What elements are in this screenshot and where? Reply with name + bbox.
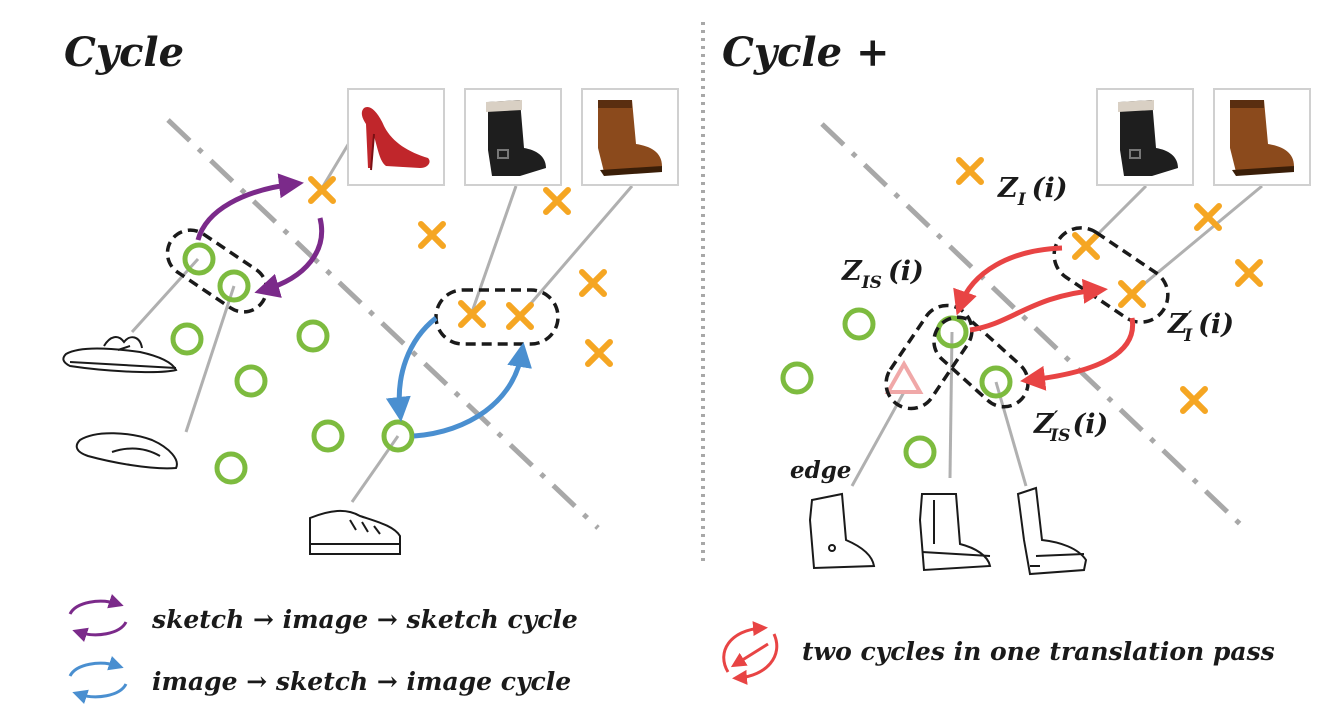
image-marker xyxy=(506,302,534,330)
image-marker xyxy=(1235,259,1263,287)
legend-image-cycle-text: image → sketch → image cycle xyxy=(152,667,571,696)
image-marker xyxy=(1194,203,1222,231)
svg-text:ZIS(i): ZIS(i) xyxy=(841,256,924,293)
sketch-marker xyxy=(170,322,204,356)
left-panel xyxy=(62,88,679,555)
legend-blue-cycle-icon xyxy=(68,656,128,704)
label-z-is: ZIS(i) xyxy=(841,256,924,293)
image-marker xyxy=(585,339,613,367)
label-edge: edge xyxy=(790,457,851,484)
sketch-pair-group xyxy=(932,315,1030,409)
legend-red-cycle-icon xyxy=(722,621,779,685)
legend-purple-cycle-icon xyxy=(68,594,128,642)
image-thumbnail-black-boot xyxy=(464,88,562,186)
legend-sketch-cycle-text: sketch → image → sketch cycle xyxy=(151,605,578,634)
purple-cycle-arrow-forward xyxy=(195,173,304,241)
image-marker xyxy=(418,221,446,249)
label-z-i: ZI(i) xyxy=(997,173,1067,210)
svg-text:ZI(i): ZI(i) xyxy=(997,173,1067,210)
legend-two-cycles-text: two cycles in one translation pass xyxy=(802,637,1275,666)
right-panel-title: Cycle + xyxy=(722,29,890,76)
legend: sketch → image → sketch cycle image → sk… xyxy=(68,594,1275,704)
red-arrow-sketch-to-image xyxy=(969,278,1108,333)
image-marker xyxy=(543,187,571,215)
sketch-marker xyxy=(979,365,1013,399)
image-markers xyxy=(956,157,1263,414)
image-thumbnail-red-heel xyxy=(347,88,445,186)
image-thumbnail-black-boot xyxy=(1096,88,1194,186)
svg-text:Z′IS(i): Z′IS(i) xyxy=(1033,408,1108,446)
image-marker xyxy=(308,176,336,204)
sketch-thumbnail-edge-boot xyxy=(808,492,876,570)
image-pair-group xyxy=(1052,226,1170,324)
image-marker xyxy=(1180,386,1208,414)
sketch-marker xyxy=(214,451,248,485)
right-panel: ZI(i) ZIS(i) Z′I(i) Z′IS(i) edge xyxy=(780,88,1311,576)
sketch-markers xyxy=(780,307,1013,469)
image-thumbnail-brown-boot xyxy=(1213,88,1311,186)
svg-text:Z′I(i): Z′I(i) xyxy=(1167,308,1234,346)
sketch-marker xyxy=(381,419,415,453)
sketch-marker xyxy=(296,319,330,353)
sketch-thumbnail-flat xyxy=(75,432,178,470)
sketch-marker xyxy=(311,419,345,453)
label-z-i-prime: Z′I(i) xyxy=(1167,308,1234,346)
image-marker xyxy=(1118,280,1146,308)
image-thumbnail-brown-boot xyxy=(581,88,679,186)
edge-marker xyxy=(884,359,924,394)
sketch-thumbnail-sandal xyxy=(62,336,178,374)
sketch-marker xyxy=(903,435,937,469)
left-panel-title: Cycle xyxy=(64,29,184,76)
image-marker xyxy=(579,269,607,297)
sketch-marker xyxy=(217,269,251,303)
purple-cycle-arrow-back xyxy=(254,217,324,298)
image-marker xyxy=(1072,232,1100,260)
sketch-marker xyxy=(234,364,268,398)
image-marker xyxy=(458,300,486,328)
sketch-thumbnail-boot-middle xyxy=(918,493,992,572)
sketch-edge-group xyxy=(884,303,974,411)
sketch-thumbnail-sneaker xyxy=(309,510,401,555)
sketch-markers xyxy=(170,242,415,485)
sketch-marker xyxy=(935,315,969,349)
image-marker xyxy=(956,157,984,185)
sketch-marker xyxy=(842,307,876,341)
sketch-marker xyxy=(780,361,814,395)
decision-boundary xyxy=(166,118,600,530)
red-arrow-image-to-sketch-prime xyxy=(1020,317,1136,391)
sketch-marker xyxy=(182,242,216,276)
image-markers xyxy=(308,176,613,367)
decision-boundary xyxy=(820,122,1242,526)
label-z-is-prime: Z′IS(i) xyxy=(1033,408,1108,446)
blue-cycle-arrow-forward xyxy=(385,316,438,422)
sketch-thumbnail-boot-right xyxy=(1016,486,1088,576)
sketch-pair-group xyxy=(165,228,269,314)
red-arrow-image-to-sketch xyxy=(953,245,1063,316)
image-pair-group xyxy=(434,288,560,346)
blue-cycle-arrow-back xyxy=(413,342,532,439)
